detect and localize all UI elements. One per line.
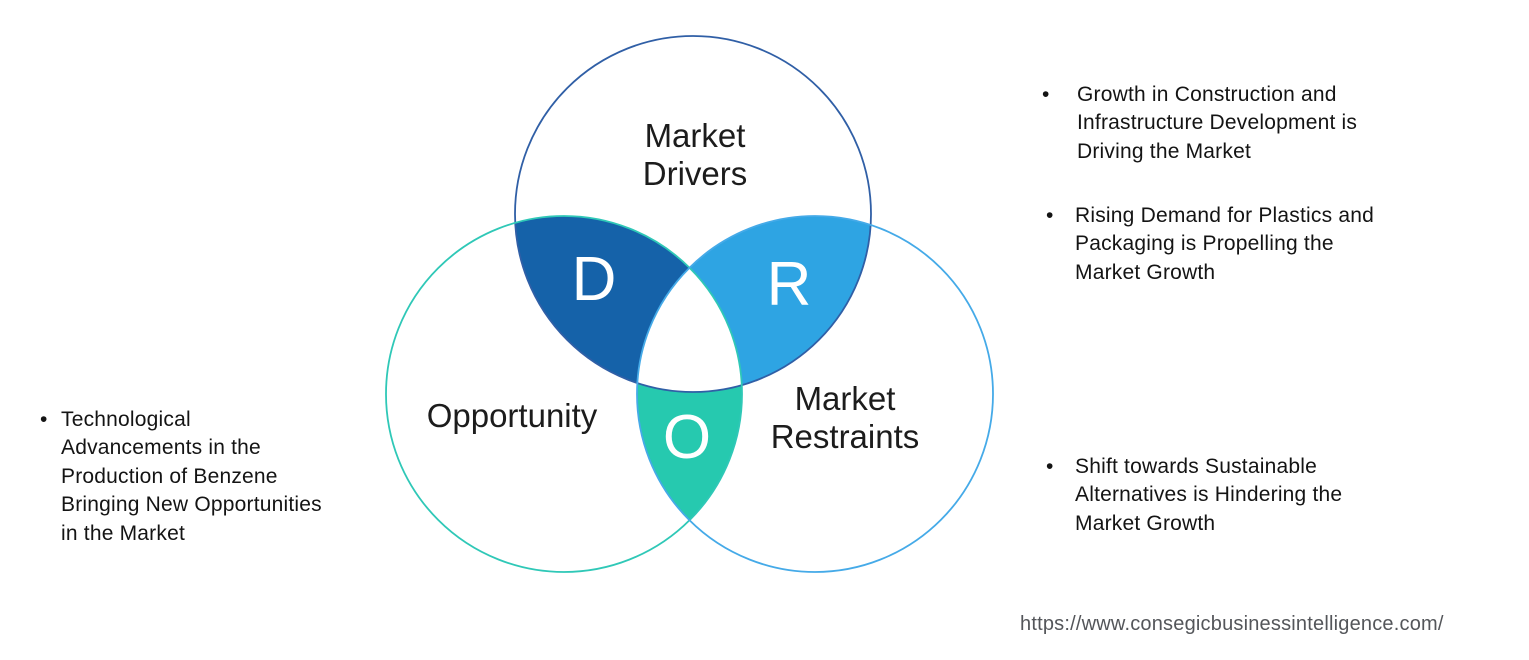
circle-restraints-outline [636,215,994,573]
bullet-icon: • [1046,455,1054,478]
note-line: Advancements in the [61,436,261,460]
bullet-icon: • [1042,83,1050,106]
label-market-restraints-line2: Restraints [771,418,920,455]
circle-opportunity-outline [385,215,743,573]
circle-drivers-outline [514,35,872,393]
note-line: Driving the Market [1077,139,1251,163]
label-market-drivers-line1: Market [645,117,746,154]
note-text: Technological Advancements in the Produc… [61,406,322,548]
note-text: Shift towards Sustainable Alternatives i… [1075,453,1342,538]
note-line: Market Growth [1075,511,1216,535]
footer-url: https://www.consegicbusinessintelligence… [1020,613,1444,635]
region-letter-o: O [663,403,711,472]
note-text: Growth in Construction and Infrastructur… [1077,81,1357,166]
label-market-restraints-line1: Market [795,380,896,417]
dro-venn-diagram: D R O Market Drivers Opportunity Market … [385,35,994,573]
note-text: Rising Demand for Plastics and Packaging… [1075,202,1374,287]
note-line: Packaging is Propelling the [1075,232,1334,256]
note-line: Shift towards Sustainable [1075,455,1317,478]
note-line: Bringing New Opportunities [61,493,322,517]
note-line: Alternatives is Hindering the [1075,483,1343,507]
note-line: Growth in Construction and [1077,83,1337,106]
region-drivers-opportunity [515,216,742,392]
note-item-driver-1: • Growth in Construction and Infrastruct… [1042,81,1357,166]
note-item-restraint-1: • Shift towards Sustainable Alternatives… [1046,453,1342,538]
note-line: Market Growth [1075,260,1216,284]
note-item-opportunity: • Technological Advancements in the Prod… [40,406,322,548]
note-line: Infrastructure Development is [1077,111,1358,135]
region-letter-d: D [572,245,617,314]
note-line: Production of Benzene [61,464,278,488]
label-market-drivers-line2: Drivers [643,155,748,192]
note-item-driver-2: • Rising Demand for Plastics and Packagi… [1046,202,1374,287]
label-opportunity: Opportunity [427,397,598,434]
region-letter-r: R [767,250,812,319]
bullet-icon: • [40,408,48,431]
note-line: Technological [61,408,191,431]
region-drivers-restraints [637,216,871,392]
note-line: in the Market [61,521,185,545]
bullet-icon: • [1046,204,1054,227]
note-line: Rising Demand for Plastics and [1075,204,1374,227]
